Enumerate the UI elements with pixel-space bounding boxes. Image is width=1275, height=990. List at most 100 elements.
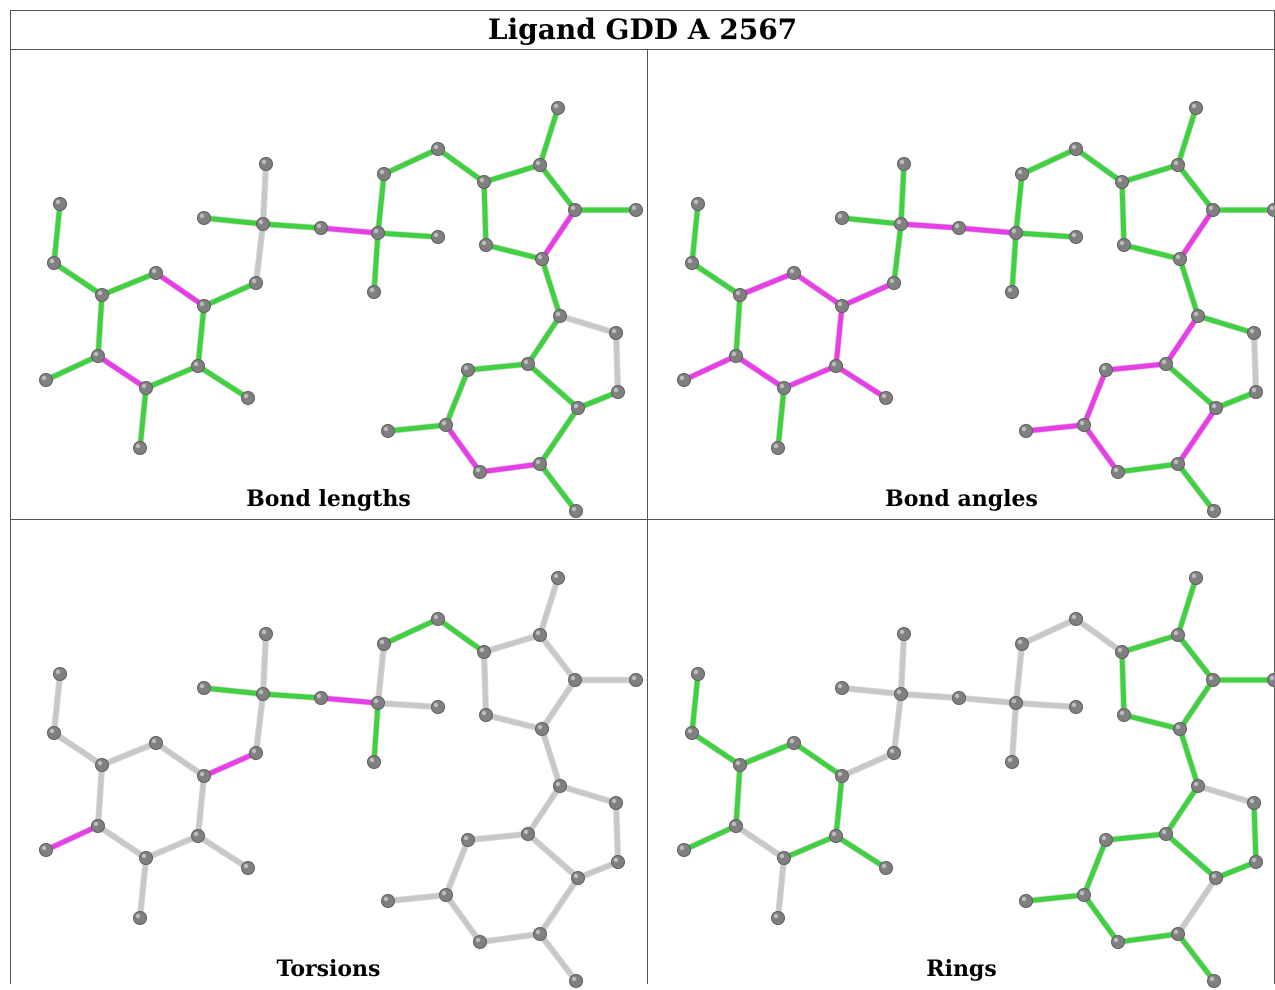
atom [1116,176,1129,189]
bond [468,364,528,370]
atom-highlight [482,241,486,245]
atom-highlight [142,854,146,858]
bond [1178,635,1213,680]
atom [1207,204,1220,217]
atom-highlight [574,404,578,408]
atom-highlight [1162,360,1166,364]
bond [263,634,266,694]
bond [1084,425,1118,472]
atom [478,646,491,659]
atom-highlight [136,914,140,918]
bond [198,776,204,836]
atom [1118,239,1131,252]
atom [198,682,211,695]
bond [528,834,578,878]
atom-highlight [1176,725,1180,729]
atom [315,222,328,235]
atom-highlight [262,160,266,164]
bond [1180,210,1213,259]
atom [630,674,643,687]
atom [552,102,565,115]
atom [440,889,453,902]
atom-highlight [614,388,618,392]
bond [692,204,698,263]
atom [1020,895,1033,908]
bond [778,388,784,448]
atom [788,737,801,750]
bond [1122,165,1178,182]
atom [788,267,801,280]
atom-highlight [554,574,558,578]
atom-highlight [538,255,542,259]
atom-highlight [1194,312,1198,316]
bond [540,578,558,635]
panel-caption: Torsions [10,956,647,982]
bond [98,356,146,388]
atom [778,852,791,865]
atom-highlight [1212,874,1216,878]
atom [678,844,691,857]
bond [198,366,248,398]
atom [1006,286,1019,299]
bond [384,149,438,174]
atom-highlight [1194,782,1198,786]
bond [1198,316,1254,333]
bond [1016,644,1022,703]
bond [98,826,146,858]
bond [778,858,784,918]
atom-highlight [890,279,894,283]
atom [1112,936,1125,949]
atom-highlight [50,259,54,263]
bond [204,218,263,224]
bond [528,316,560,364]
bond [836,366,886,398]
bond [486,715,542,729]
atom [569,674,582,687]
atom [534,629,547,642]
atom [1100,834,1113,847]
atom-highlight [524,830,528,834]
atom-highlight [780,384,784,388]
atom [40,374,53,387]
atom-highlight [1018,170,1022,174]
bond [446,425,480,472]
atom-highlight [200,684,204,688]
atom [150,737,163,750]
atom-highlight [1250,329,1254,333]
atom [140,852,153,865]
atom [1078,889,1091,902]
bond [684,356,736,380]
atom [1190,572,1203,585]
bond [1166,316,1198,364]
atom-highlight [434,145,438,149]
bond [836,836,886,868]
atom-highlight [200,214,204,218]
atom [315,692,328,705]
atom [730,820,743,833]
atom-highlight [688,729,692,733]
bond [1076,149,1122,182]
atom [250,277,263,290]
atom [1190,102,1203,115]
atom-highlight [480,178,484,182]
atom [1210,872,1223,885]
panel-caption: Bond lengths [10,486,647,512]
atom-highlight [736,291,740,295]
atom [1174,253,1187,266]
bond [1198,786,1254,803]
atom [96,289,109,302]
atom [830,360,843,373]
atom-highlight [774,914,778,918]
atom [474,936,487,949]
atom-highlight [482,711,486,715]
atom [480,709,493,722]
bond [894,224,901,283]
bond [959,698,1016,703]
atom-highlight [1209,676,1213,680]
bond [692,263,740,295]
bond [54,263,102,295]
atom-highlight [790,739,794,743]
atom [1070,143,1083,156]
bond [692,733,740,765]
atom-highlight [1250,799,1254,803]
